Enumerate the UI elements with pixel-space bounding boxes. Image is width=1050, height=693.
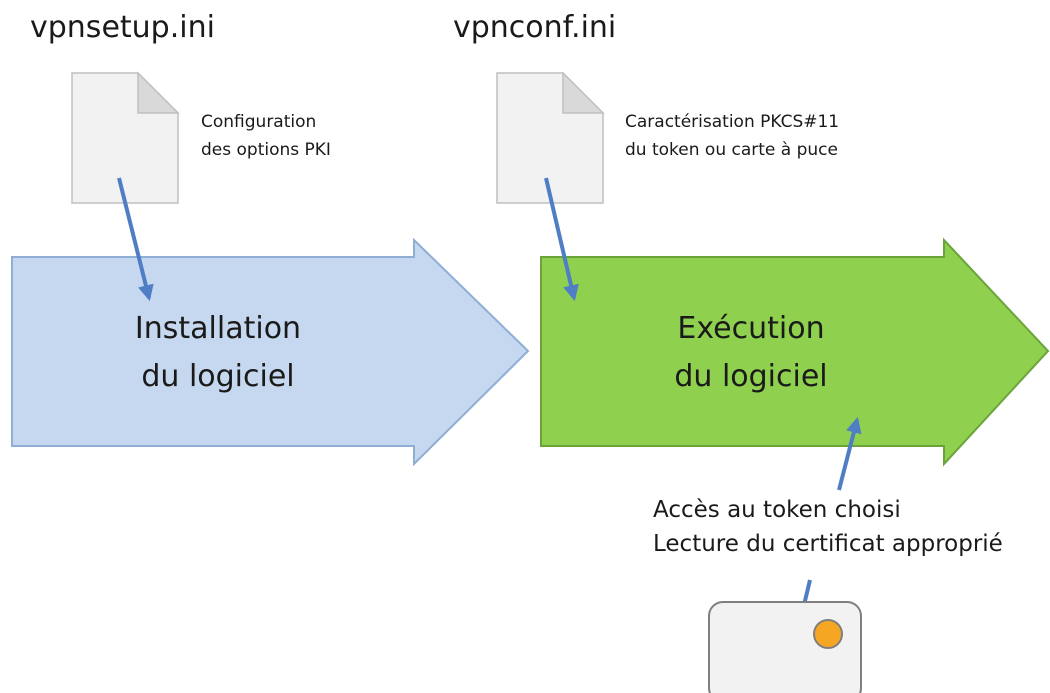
vpnsetup-note: Configuration des options PKI xyxy=(201,108,331,164)
vpnsetup-file-icon xyxy=(71,71,180,204)
installation-label-line: Installation xyxy=(134,311,302,346)
connector-vpnsetup-to-install xyxy=(117,177,154,302)
vpnconf-note-line: du token ou carte à puce xyxy=(625,140,838,160)
execution-label-line: Exécution xyxy=(677,311,825,346)
token-caption-line: Accès au token choisi xyxy=(653,497,901,523)
installation-label-line: du logiciel xyxy=(141,359,295,394)
connector-vpnconf-to-exec xyxy=(544,177,579,302)
execution-label: Exécution du logiciel xyxy=(651,305,851,401)
vpnconf-file-icon xyxy=(496,71,605,204)
execution-label-line: du logiciel xyxy=(674,359,828,394)
vpnconf-note-line: Caractérisation PKCS#11 xyxy=(625,112,840,132)
execution-arrow xyxy=(540,237,1050,467)
vpnconf-note: Caractérisation PKCS#11 du token ou cart… xyxy=(625,108,839,164)
installation-label: Installation du logiciel xyxy=(118,305,318,401)
token-caption: Accès au token choisi Lecture du certifi… xyxy=(653,493,1003,561)
vpnconf-title: vpnconf.ini xyxy=(453,10,617,45)
token-caption-line: Lecture du certificat approprié xyxy=(653,531,1003,557)
vpnsetup-title: vpnsetup.ini xyxy=(30,10,215,45)
connector-token-to-exec xyxy=(837,416,862,491)
smart-card-icon xyxy=(708,601,862,693)
vpnsetup-note-line: des options PKI xyxy=(201,140,331,160)
vpnsetup-note-line: Configuration xyxy=(201,112,317,132)
